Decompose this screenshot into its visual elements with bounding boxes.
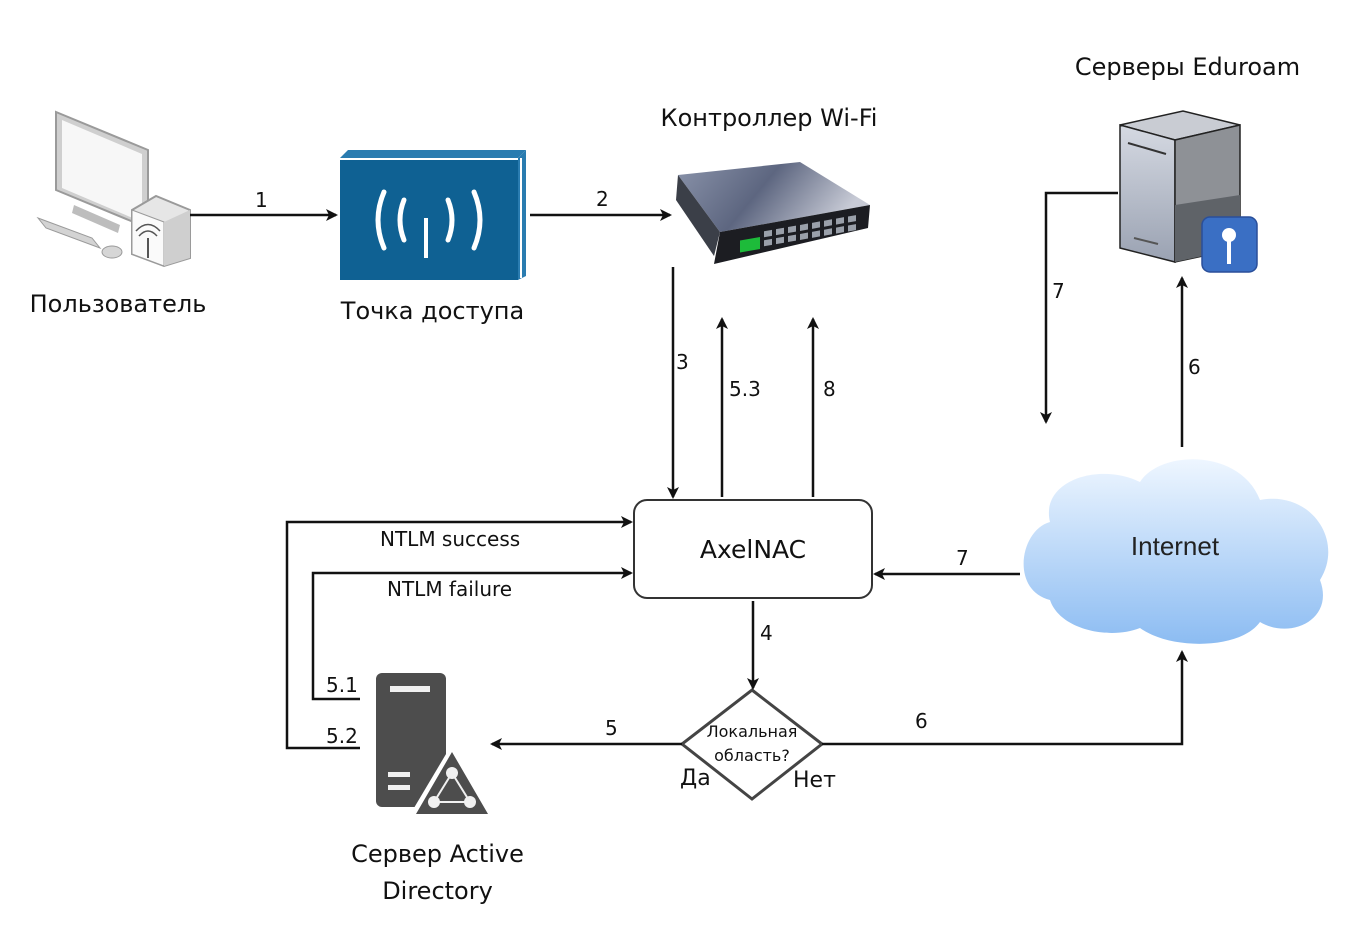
ntlm-success-label: NTLM success bbox=[380, 527, 521, 551]
decision-diamond bbox=[679, 688, 825, 801]
edge-5-3-label: 5.3 bbox=[729, 377, 761, 401]
cloud-icon bbox=[1023, 459, 1329, 644]
key-server-icon bbox=[1119, 110, 1258, 273]
axelnac-node: AxelNAC bbox=[633, 499, 873, 599]
wifi-controller-label: Контроллер Wi-Fi bbox=[660, 104, 878, 132]
access-point-label: Точка доступа bbox=[340, 297, 525, 325]
ad-server-icon bbox=[376, 673, 494, 818]
edge-7-down bbox=[1040, 191, 1118, 424]
decision-yes-label: Да bbox=[680, 766, 711, 791]
edge-ntlm-success bbox=[285, 516, 633, 750]
edge-ntlm-failure bbox=[311, 567, 633, 701]
edge-5-1-label: 5.1 bbox=[326, 673, 358, 697]
edge-6-right bbox=[822, 650, 1188, 746]
edge-2-label: 2 bbox=[596, 187, 609, 211]
network-switch-icon bbox=[676, 162, 870, 264]
desktop-computer-icon bbox=[36, 110, 191, 268]
ad-server-label-line2: Directory bbox=[382, 877, 493, 905]
decision-label-line1: Локальная bbox=[706, 722, 798, 741]
axelnac-label: AxelNAC bbox=[699, 534, 807, 564]
decision-label: Локальная область? bbox=[690, 720, 814, 768]
user-label: Пользователь bbox=[29, 290, 207, 318]
edge-6-right-label: 6 bbox=[915, 709, 928, 733]
edge-8-label: 8 bbox=[823, 377, 836, 401]
decision-no-label: Нет bbox=[793, 768, 836, 793]
edge-6-up-label: 6 bbox=[1188, 355, 1201, 379]
edge-5-2-label: 5.2 bbox=[326, 724, 358, 748]
edge-4-label: 4 bbox=[760, 621, 773, 645]
ad-server-label-line1: Сервер Active bbox=[351, 840, 524, 868]
edge-7-left-label: 7 bbox=[956, 546, 969, 570]
edge-7-down-label: 7 bbox=[1052, 279, 1065, 303]
internet-label: Internet bbox=[1130, 531, 1220, 561]
decision-label-line2: область? bbox=[714, 746, 790, 765]
edge-1-label: 1 bbox=[255, 188, 268, 212]
ntlm-failure-label: NTLM failure bbox=[387, 577, 513, 601]
edge-5-label: 5 bbox=[605, 716, 618, 740]
wireless-access-point-icon bbox=[340, 150, 526, 280]
edge-3-label: 3 bbox=[676, 350, 689, 374]
eduroam-servers-label: Серверы Eduroam bbox=[1074, 53, 1301, 81]
